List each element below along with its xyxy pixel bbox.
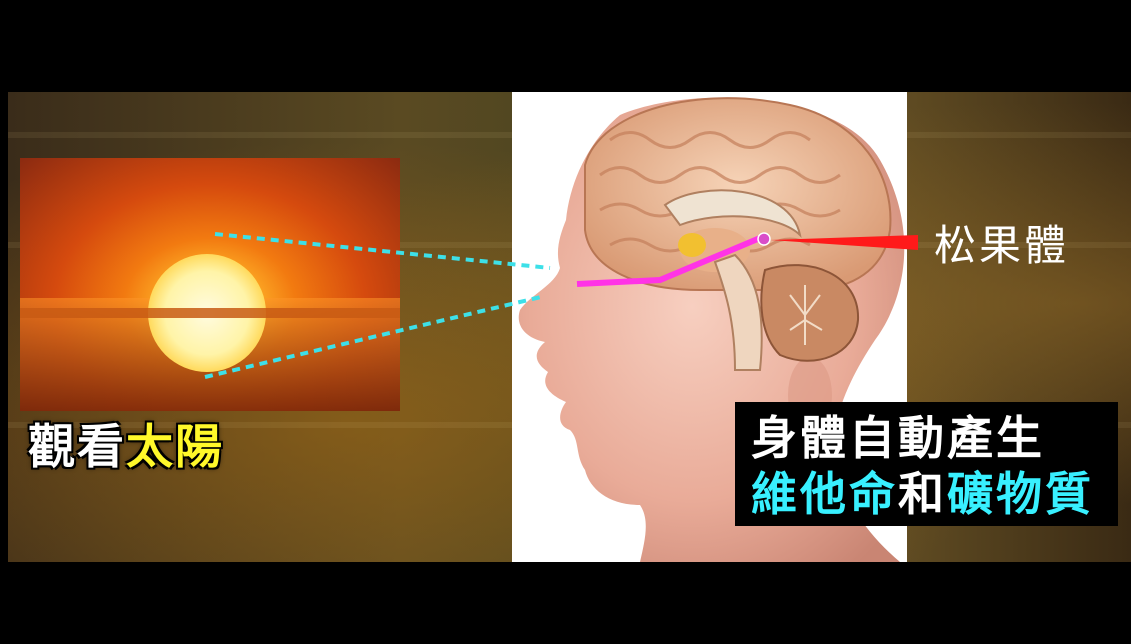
info-line-2: 維他命和礦物質 bbox=[751, 466, 1094, 522]
sight-line-lower bbox=[205, 296, 545, 377]
and-text: 和 bbox=[898, 467, 947, 521]
pineal-gland-label: 松果體 bbox=[934, 221, 1069, 271]
pineal-gland bbox=[758, 233, 770, 245]
sight-line-upper bbox=[215, 234, 550, 268]
caption-watch: 觀看 bbox=[28, 420, 126, 475]
mineral-text: 礦物質 bbox=[947, 467, 1094, 521]
watch-sun-caption: 觀看太陽 bbox=[28, 420, 224, 476]
vitamin-text: 維他命 bbox=[751, 467, 898, 521]
info-caption-box: 身體自動產生 維他命和礦物質 bbox=[735, 402, 1118, 526]
info-line-1: 身體自動產生 bbox=[751, 410, 1045, 466]
caption-sun: 太陽 bbox=[126, 420, 224, 475]
